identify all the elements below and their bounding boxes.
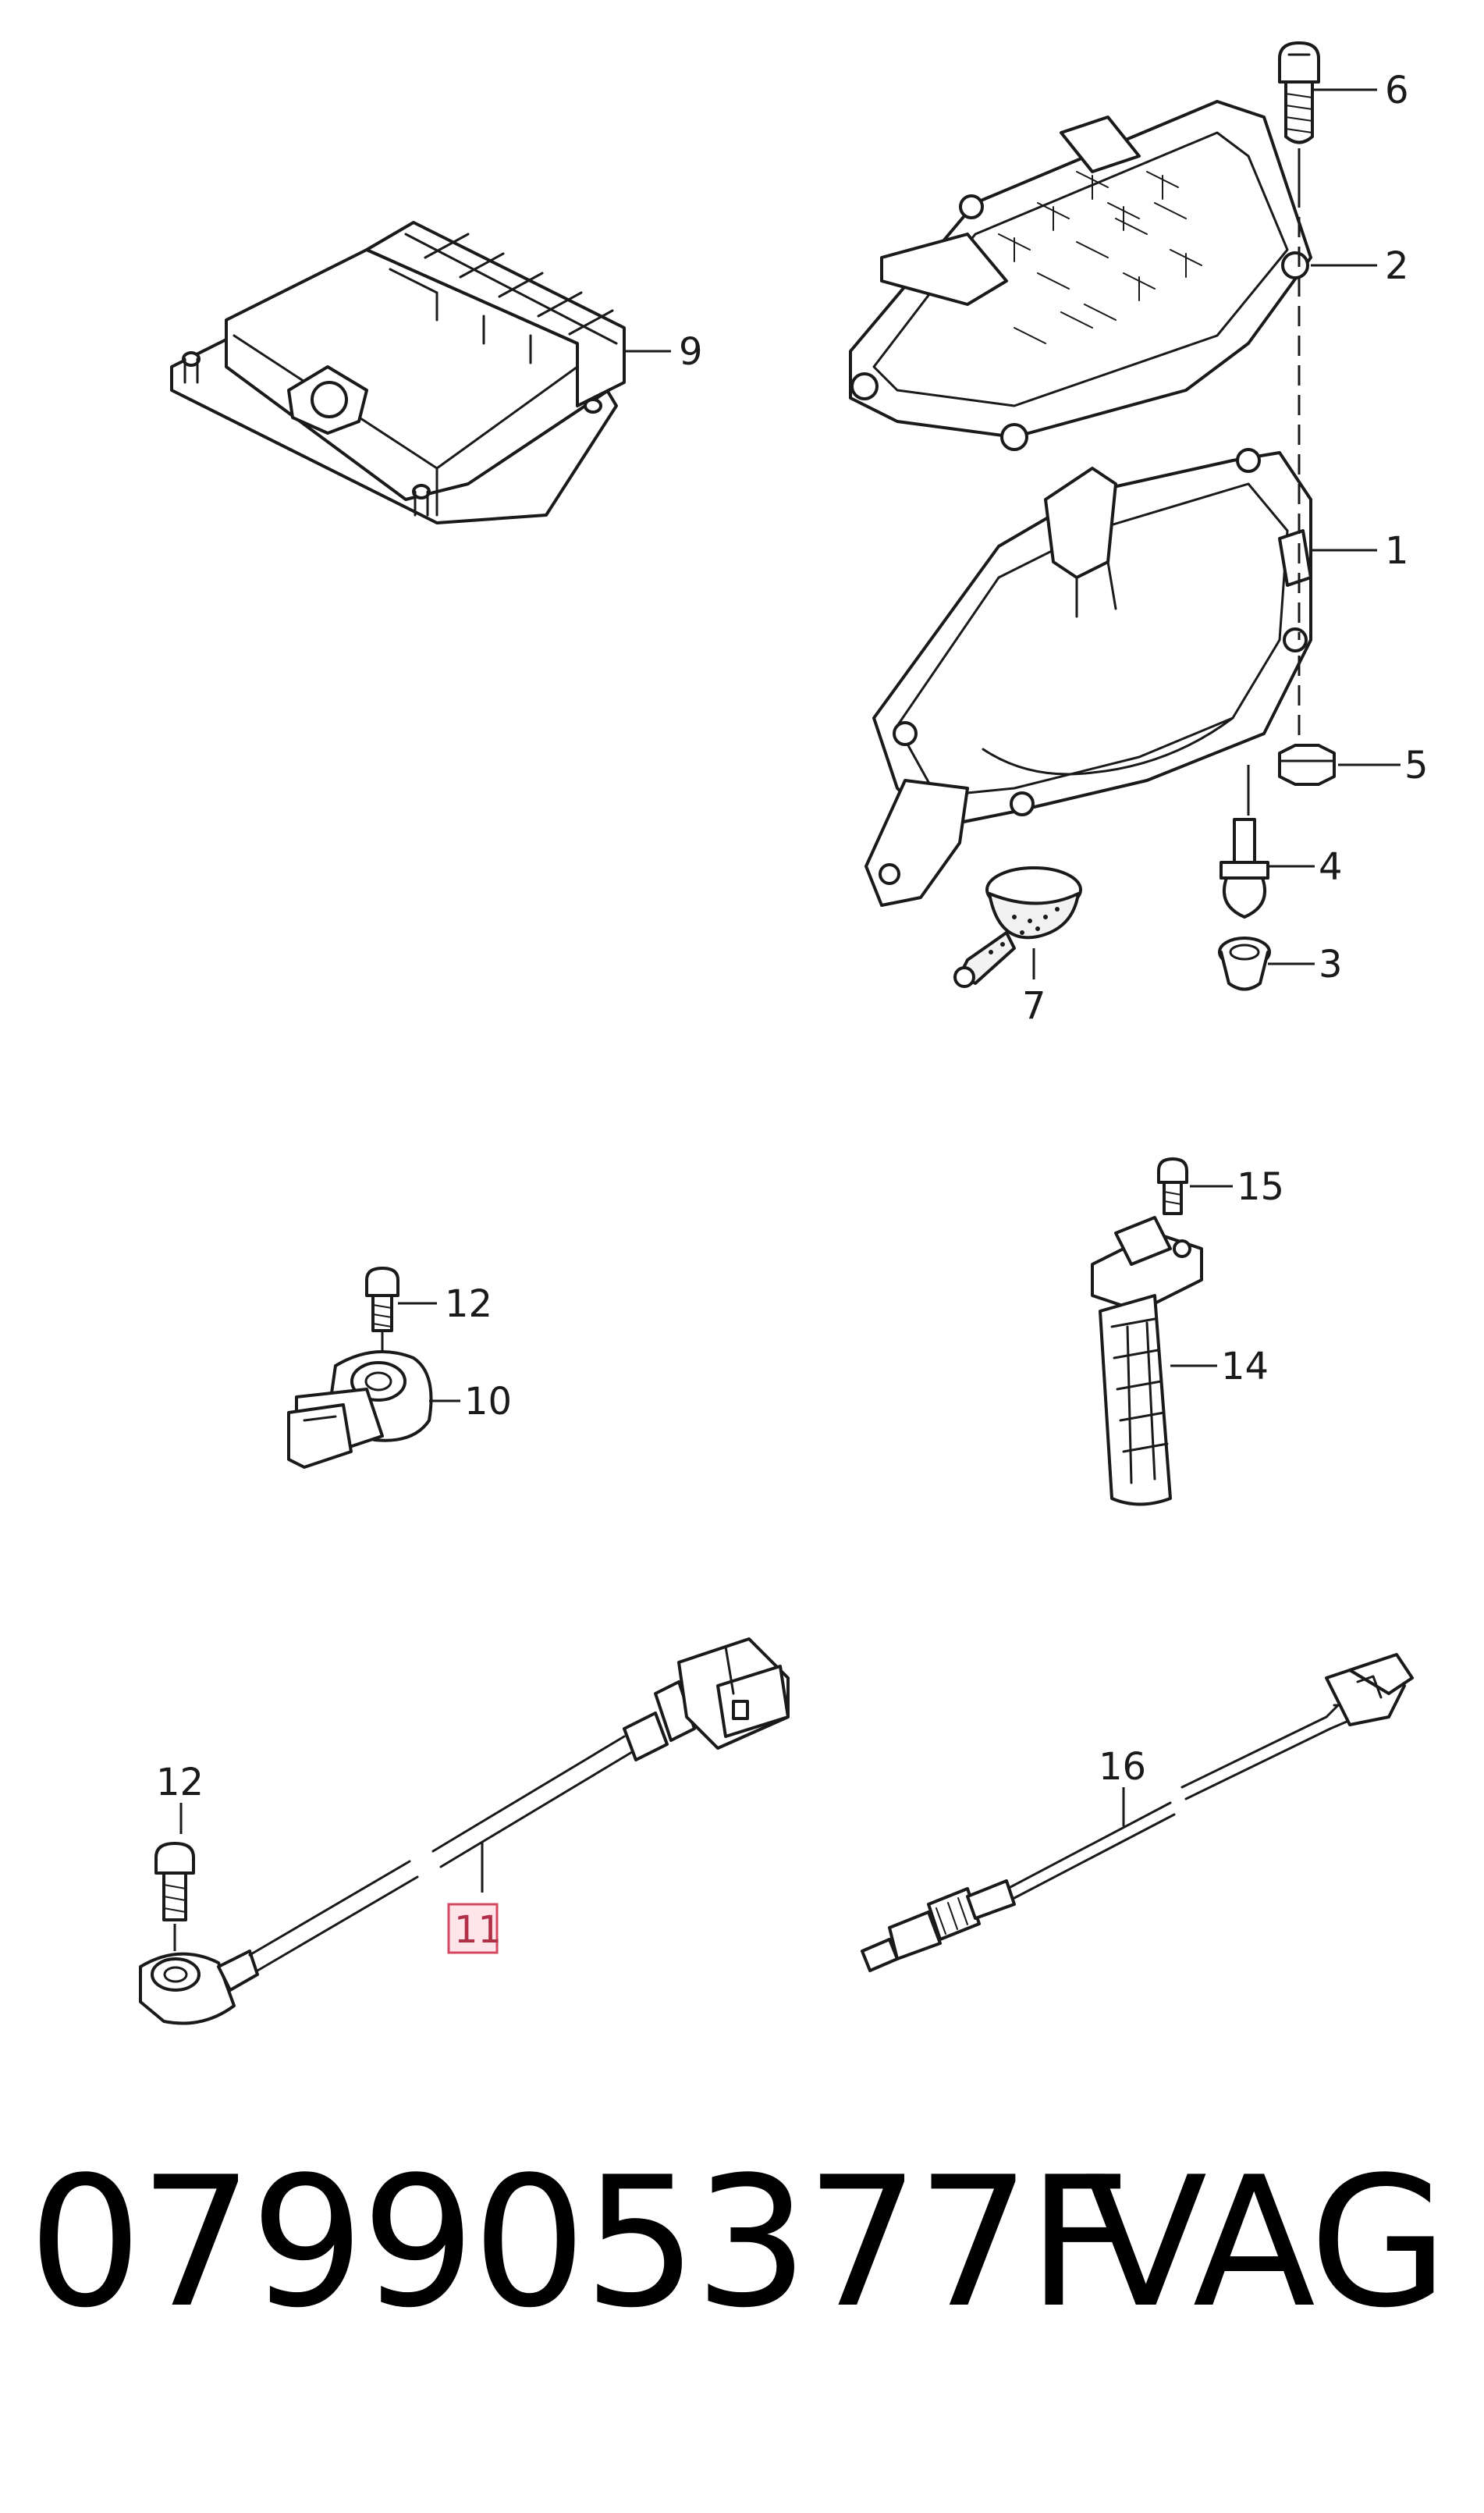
rubber-boot-part-7 <box>953 866 1082 988</box>
callout-4: 4 <box>1319 845 1343 889</box>
knock-sensor-cable-part-11 <box>139 1637 790 2025</box>
callout-12-upper: 12 <box>445 1282 492 1326</box>
callout-11-highlight <box>447 1903 499 1954</box>
callout-16: 16 <box>1099 1745 1146 1789</box>
camshaft-sensor-part-14 <box>1091 1216 1203 1506</box>
callout-14: 14 <box>1221 1345 1269 1388</box>
knock-sensor-part-10 <box>287 1350 433 1469</box>
screw-part-12-lower <box>154 1842 195 1921</box>
callout-9: 9 <box>679 330 703 374</box>
nut-part-5 <box>1278 744 1336 786</box>
callout-11: 11 <box>454 1908 502 1952</box>
callout-7: 7 <box>1022 984 1046 1028</box>
callout-3: 3 <box>1319 943 1343 986</box>
brand-name: VAG <box>1085 2139 1448 2348</box>
callout-12-lower: 12 <box>156 1761 204 1804</box>
callout-1: 1 <box>1385 529 1409 573</box>
screw-part-12-upper <box>365 1267 399 1332</box>
callout-labels: 6 2 1 5 4 3 7 9 10 12 15 14 12 16 11 <box>156 69 1429 1954</box>
grommet-part-3 <box>1218 937 1271 991</box>
callout-6: 6 <box>1385 69 1409 112</box>
lambda-sensor-part-16 <box>861 1653 1414 1972</box>
bolt-part-6 <box>1278 41 1320 144</box>
part-number: 079905377F <box>28 2139 1131 2348</box>
callout-15: 15 <box>1237 1165 1284 1209</box>
callout-5: 5 <box>1404 744 1429 787</box>
housing-base-part-1 <box>864 448 1312 907</box>
screw-part-15 <box>1157 1157 1188 1215</box>
callout-2: 2 <box>1385 244 1409 288</box>
engine-control-unit-part-9 <box>170 221 626 524</box>
callout-leaders <box>179 88 1401 1893</box>
stud-part-4 <box>1220 818 1269 919</box>
housing-cover-part-2 <box>849 100 1312 451</box>
callout-10: 10 <box>464 1380 512 1424</box>
